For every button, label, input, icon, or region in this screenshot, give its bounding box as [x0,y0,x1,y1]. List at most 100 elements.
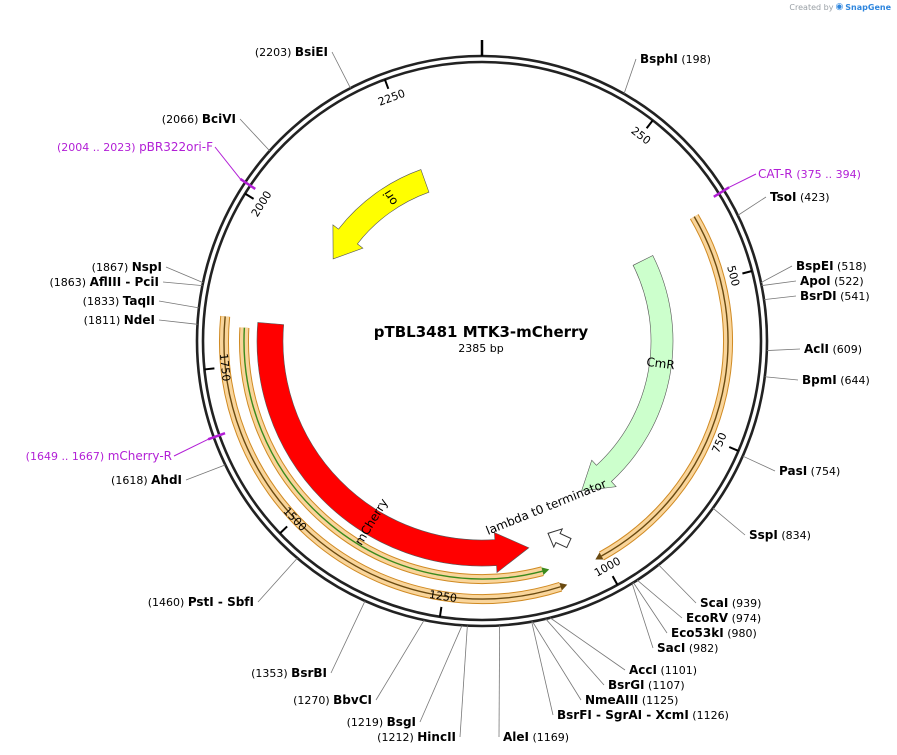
enzyme-label-bsphi: BsphI (198) [640,52,711,66]
enzyme-leader [375,619,425,701]
terminator-arrow [547,528,572,549]
enzyme-label-eco53ki: Eco53kI (980) [671,626,757,640]
enzyme-leader [239,118,270,152]
enzyme-leader [162,281,203,287]
enzyme-label-bsgi: (1219) BsgI [347,715,416,729]
cmr-orf-line [601,216,729,557]
enzyme-label-bsrgi: BsrGI (1107) [608,678,685,692]
plasmid-name: pTBL3481 MTK3-mCherry [374,323,589,341]
primer-leader [214,146,241,180]
enzyme-leader [631,583,654,649]
enzyme-leader [257,557,298,603]
enzyme-sites: BsphI (198)TsoI (423)BspEI (518)ApoI (52… [50,45,870,744]
enzyme-label-bsrfi: BsrFI - SgrAI - XcmI (1126) [557,708,729,722]
cmr-arrow [581,255,674,492]
enzyme-leader [165,266,204,284]
enzyme-leader [761,280,797,287]
primer-mark [207,432,226,441]
snapgene-credit: Created by ◉ SnapGene [789,2,891,12]
primer-sites: CAT-R (375 .. 394) (2004 .. 2023) pBR322o… [26,140,861,463]
enzyme-label-nspi: (1867) NspI [92,260,162,274]
primer-mark [713,186,730,198]
enzyme-leader [545,618,605,686]
mcherry-orf-outer-line [223,316,561,600]
enzyme-label-bbvci: (1270) BbvCI [293,693,372,707]
tick-mark [611,575,619,586]
primer-label: CAT-R (375 .. 394) [758,167,861,181]
enzyme-leader [636,579,683,619]
tick-label: 2250 [376,87,407,109]
primer-mark [239,177,256,190]
enzyme-leader [764,376,799,381]
enzyme-leader [185,464,226,481]
tick-mark [244,192,255,200]
enzyme-label-ecorv: EcoRV (974) [686,611,761,625]
enzyme-label-afliii: (1863) AflIII - PciI [50,275,159,289]
tick-label: 2000 [249,189,275,220]
enzyme-label-alei: AleI (1169) [503,730,569,744]
tick-mark [438,606,443,617]
plasmid-length: 2385 bp [458,342,503,355]
tick-mark [383,79,390,90]
enzyme-leader [766,348,801,351]
enzyme-label-scai: ScaI (939) [700,596,761,610]
enzyme-label-bsiei: (2203) BsiEI [255,45,328,59]
enzyme-leader [737,196,767,216]
backbone-inner [201,60,763,622]
enzyme-leader [623,58,637,95]
tick-label: 500 [724,264,742,288]
map-center: pTBL3481 MTK3-mCherry 2385 bp [374,323,589,355]
enzyme-label-acli: AclI (609) [804,342,862,356]
enzyme-label-bcivi: (2066) BciVI [162,112,236,126]
enzyme-leader [742,455,776,472]
enzyme-label-bspei: BspEI (518) [796,259,867,273]
enzyme-label-sspi: SspI (834) [749,528,811,542]
tick-mark [279,525,288,535]
tick-mark [204,367,215,371]
enzyme-leader [419,625,463,723]
enzyme-leader [331,51,351,89]
enzyme-leader [763,295,797,301]
cmr-label: CmR [646,355,676,373]
snapgene-logo-icon: ◉ [835,2,844,12]
enzyme-label-taqii: (1833) TaqII [83,294,155,308]
enzyme-leader [633,582,668,634]
enzyme-label-ndei: (1811) NdeI [84,313,155,327]
enzyme-leader [760,265,793,284]
enzyme-label-acci: AccI (1101) [629,663,697,677]
enzyme-label-bsrdi: BsrDI (541) [800,289,870,303]
enzyme-label-ahdi: (1618) AhdI [111,473,182,487]
enzyme-label-bpmi: BpmI (644) [802,373,870,387]
mcherry-orf-outer-head [559,582,568,591]
credit-prefix: Created by [789,2,834,12]
credit-brand: SnapGene [845,2,891,12]
terminator-label: lambda t0 terminator [484,477,609,538]
enzyme-leader [531,621,554,716]
primer-label: (2004 .. 2023) pBR322ori-F [57,140,213,154]
enzyme-leader [498,625,501,738]
tick-label: 1250 [428,588,458,605]
primer-leader [173,438,209,457]
enzyme-leader [658,564,697,604]
cmr-orf-head [595,552,604,560]
enzyme-label-hincii: (1212) HincII [377,730,456,744]
primer-label: (1649 .. 1667) mCherry-R [26,449,172,463]
mcherry-orf-inner-line [243,327,543,580]
enzyme-leader [330,600,366,674]
enzyme-label-bsrbi: (1353) BsrBI [251,666,327,680]
primer-leader [728,173,757,188]
backbone-circle [195,40,769,628]
enzyme-leader [712,507,746,536]
mcherry-arrow [256,322,530,574]
enzyme-label-nmeaiii: NmeAIII (1125) [585,693,678,707]
enzyme-leader [158,319,198,325]
tick-label: 250 [629,124,654,147]
enzyme-leader [459,625,468,738]
enzyme-leader [158,300,200,309]
tick-label: 1750 [217,353,233,382]
tick-mark [645,119,654,129]
enzyme-label-psti: (1460) PstI - SbfI [148,595,254,609]
enzyme-label-pasi: PasI (754) [779,464,840,478]
